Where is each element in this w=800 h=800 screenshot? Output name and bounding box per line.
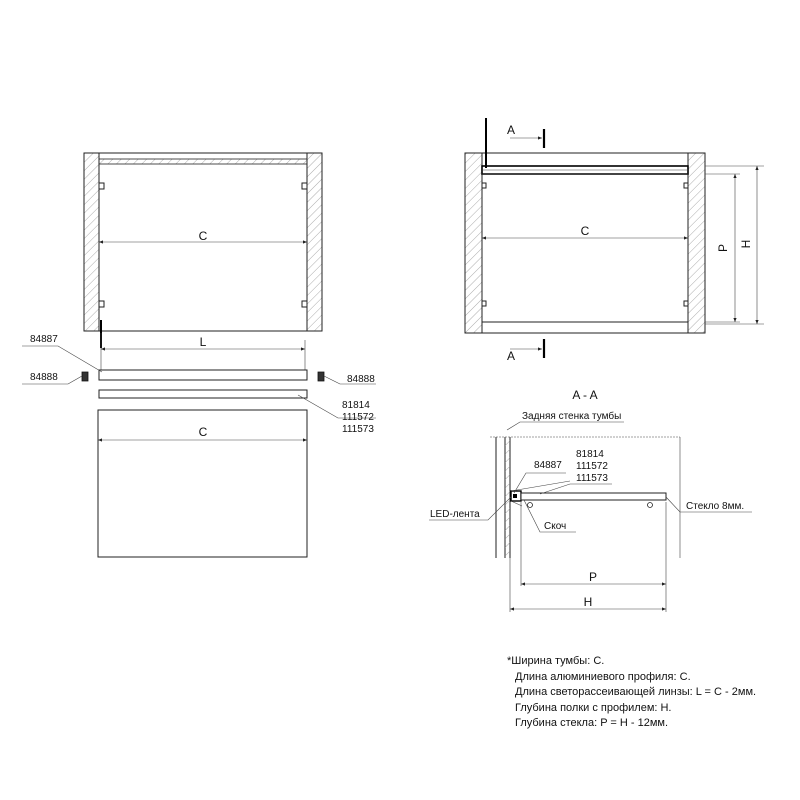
part-84887-label: 84887 [30,334,58,345]
left-side-panel [464,152,483,334]
part-81814-label: 81814 [342,400,370,411]
glass-label: Стекло 8мм. [686,501,744,512]
dim-h-plan-label: H [739,240,753,249]
note-profile-length: Длина алюминиевого профиля: C. [515,670,691,683]
section-marker-bottom: A [507,349,515,363]
leader-led [429,496,512,521]
dim-p-section-label: P [589,570,597,584]
section-part-81814-label: 81814 [576,449,604,460]
section-marker-top: A [507,123,515,137]
section-part-111572-label: 111572 [576,461,608,472]
section-title: A - A [572,388,597,402]
diffuser-lens [98,389,308,399]
leader-lens-section [539,483,612,495]
part-84888-right-label: 84888 [347,374,375,385]
note-cabinet-width: *Ширина тумбы: C. [507,655,605,667]
led-label: LED-лента [430,509,480,520]
section-part-84887-label: 84887 [534,460,562,471]
shelf-support [683,300,688,307]
right-side-panel [306,152,323,332]
left-side-panel [83,152,100,332]
glass-view: C [97,409,308,558]
shelf-support [482,300,487,307]
tape-label: Скоч [544,521,566,532]
shelf-support [99,182,105,190]
leader-back-wall [506,421,624,431]
dim-p-plan-label: P [716,244,730,252]
dim-l-label: L [200,335,207,349]
top-profile [98,158,308,165]
shelf-support [99,300,105,308]
dim-c-glass-label: C [199,425,208,439]
end-cap-left [81,371,89,382]
dim-h-section-label: H [584,595,593,609]
dim-c-label: C [199,229,208,243]
part-111573-label: 111573 [342,424,374,435]
part-84888-left-label: 84888 [30,372,58,383]
glass-section [520,492,667,501]
note-shelf-depth: Глубина полки с профилем: H. [515,701,672,714]
leader-tape [523,499,576,533]
right-side-panel [687,152,706,334]
leader-glass [665,496,752,513]
shelf-support [683,182,688,189]
leader-84888-right [323,375,376,385]
end-cap-right [317,371,325,382]
back-wall-label: Задняя стенка тумбы [522,410,621,422]
plan-view: C P H A A [464,118,764,363]
shelf-support [301,182,307,190]
section-view: A - A Задняя стенка тумбы 84887 81814 11… [429,388,752,612]
front-view: C [83,152,323,348]
leader-84887 [22,345,103,373]
leader-84887 [513,472,566,494]
back-wall [505,437,510,558]
profile-parts: L 84887 84888 84888 81814 111572 111573 [22,333,376,435]
led-strip [513,494,517,498]
note-glass-depth: Глубина стекла: P = H - 12мм. [515,717,669,729]
dim-c-plan-label: C [581,224,590,238]
shelf-support [301,300,307,308]
leader-lens [297,394,376,419]
note-lens-length: Длина светорассеивающей линзы: L = C - 2… [515,686,757,698]
part-111572-label: 111572 [342,412,374,423]
notes-block: *Ширина тумбы: C. Длина алюминиевого про… [507,654,797,732]
shelf-support [482,182,487,189]
aluminium-profile [98,369,308,381]
leader-84888-left [22,375,83,385]
section-part-111573-label: 111573 [576,473,608,484]
glass-panel [97,409,308,558]
